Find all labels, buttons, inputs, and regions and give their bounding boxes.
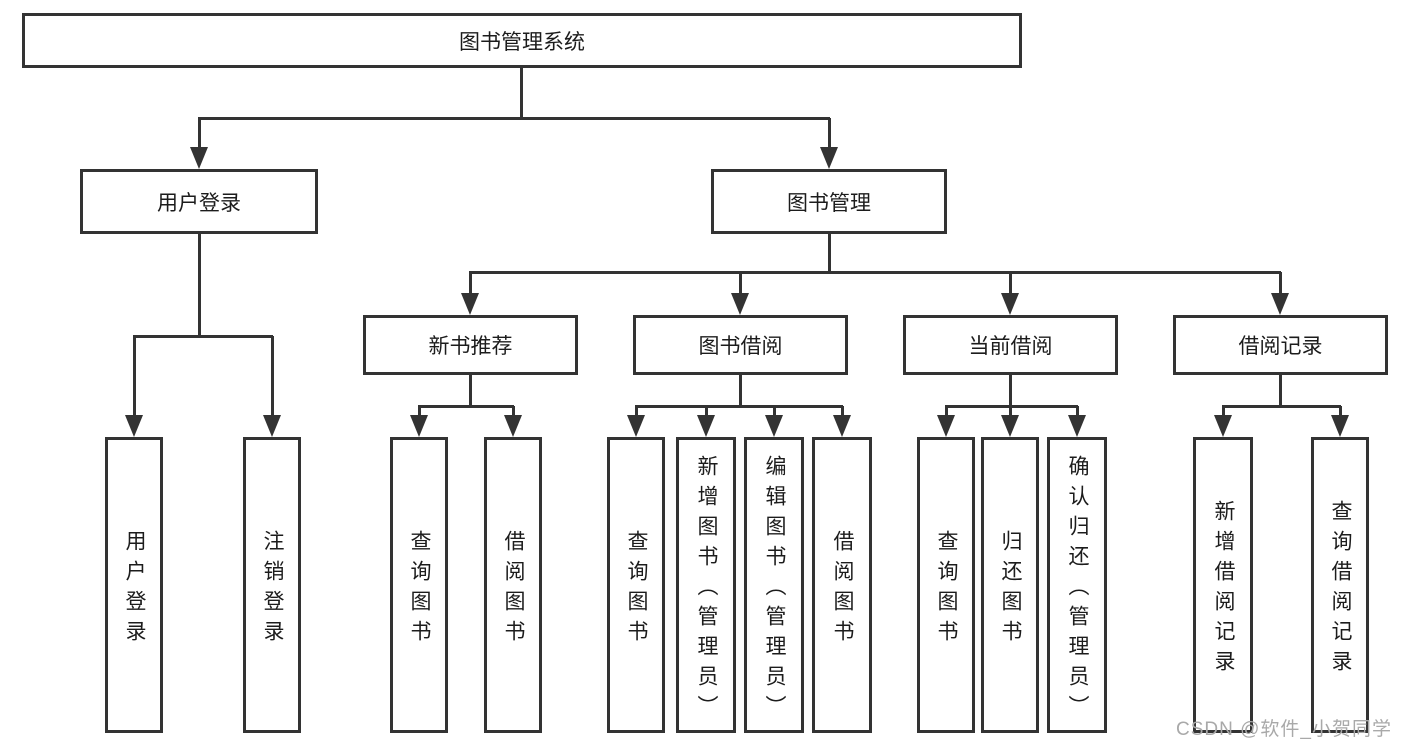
arrow-down (731, 293, 749, 315)
connector-vertical-line (635, 406, 638, 423)
arrow-down (833, 415, 851, 437)
leaf-query-borrow-record: 查询借阅记录 (1311, 437, 1369, 733)
arrow-down (1001, 293, 1019, 315)
node-book-borrow: 图书借阅 (633, 315, 848, 375)
arrow-down (1068, 415, 1086, 437)
arrow-down (1214, 415, 1232, 437)
connector-vertical-line (1009, 272, 1012, 301)
arrow-down (765, 415, 783, 437)
connector-horizontal-line (469, 271, 1281, 274)
arrow-down (937, 415, 955, 437)
node-label: 图书借阅 (698, 335, 783, 358)
node-label: 注销登录 (261, 529, 284, 650)
leaf-add-books-admin: 新增图书（管理员） (676, 437, 736, 733)
connector-vertical-line (828, 234, 831, 274)
connector-horizontal-line (198, 117, 830, 120)
csdn-watermark: CSDN @软件_小贺同学 (1176, 719, 1392, 740)
arrow-down (697, 415, 715, 437)
connector-horizontal-line (1222, 405, 1341, 408)
leaf-return-books: 归还图书 (981, 437, 1039, 733)
connector-vertical-line (1279, 272, 1282, 301)
leaf-confirm-return-admin: 确认归还（管理员） (1047, 437, 1107, 733)
node-current-borrow: 当前借阅 (903, 315, 1118, 375)
connector-vertical-line (828, 118, 831, 156)
node-label: 新增借阅记录 (1212, 499, 1235, 680)
connector-horizontal-line (945, 405, 1078, 408)
arrow-down (627, 415, 645, 437)
connector-vertical-line (705, 406, 708, 423)
connector-horizontal-line (133, 335, 273, 338)
node-label: 查询图书 (408, 529, 431, 650)
node-label: 查询图书 (625, 529, 648, 650)
connector-vertical-line (1279, 375, 1282, 408)
node-label: 查询图书 (935, 529, 958, 650)
connector-vertical-line (773, 406, 776, 423)
arrow-down (190, 147, 208, 169)
arrow-down (820, 147, 838, 169)
connector-vertical-line (739, 272, 742, 301)
connector-vertical-line (133, 336, 136, 423)
connector-vertical-line (1222, 406, 1225, 423)
leaf-borrow-books-recommend: 借阅图书 (484, 437, 542, 733)
leaf-query-books-recommend: 查询图书 (390, 437, 448, 733)
connector-vertical-line (739, 375, 742, 408)
arrow-down (1271, 293, 1289, 315)
connector-vertical-line (1076, 406, 1079, 423)
connector-vertical-line (1009, 375, 1012, 408)
leaf-user-login: 用户登录 (105, 437, 163, 733)
node-label: 借阅记录 (1238, 335, 1323, 358)
node-borrow-records: 借阅记录 (1173, 315, 1388, 375)
node-label: 新增图书（管理员） (695, 454, 718, 725)
arrow-down (461, 293, 479, 315)
connector-vertical-line (841, 406, 844, 423)
node-label: 编辑图书（管理员） (763, 454, 786, 725)
node-label: 归还图书 (999, 529, 1022, 650)
connector-vertical-line (512, 406, 515, 423)
node-book-management: 图书管理 (711, 169, 947, 234)
node-label: 图书管理系统 (459, 30, 585, 54)
node-label: 图书管理 (787, 191, 871, 215)
leaf-borrow-books-borrow: 借阅图书 (812, 437, 872, 733)
node-label: 借阅图书 (831, 529, 854, 650)
arrow-down (125, 415, 143, 437)
connector-vertical-line (271, 336, 274, 423)
connector-vertical-line (520, 67, 523, 119)
node-label: 新书推荐 (428, 335, 513, 358)
arrow-down (504, 415, 522, 437)
connector-vertical-line (198, 118, 201, 156)
arrow-down (1001, 415, 1019, 437)
node-new-book-recommend: 新书推荐 (363, 315, 578, 375)
arrow-down (410, 415, 428, 437)
node-system-root: 图书管理系统 (22, 13, 1022, 68)
connector-vertical-line (418, 406, 421, 423)
connector-vertical-line (198, 234, 201, 338)
leaf-add-borrow-record: 新增借阅记录 (1193, 437, 1253, 733)
leaf-edit-books-admin: 编辑图书（管理员） (744, 437, 804, 733)
leaf-logout: 注销登录 (243, 437, 301, 733)
node-label: 确认归还（管理员） (1066, 454, 1089, 725)
node-label: 当前借阅 (968, 335, 1053, 358)
connector-horizontal-line (635, 405, 843, 408)
connector-horizontal-line (418, 405, 514, 408)
arrow-down (263, 415, 281, 437)
node-user-login: 用户登录 (80, 169, 318, 234)
node-label: 查询借阅记录 (1329, 499, 1352, 680)
connector-vertical-line (469, 272, 472, 301)
node-label: 用户登录 (123, 529, 146, 650)
node-label: 借阅图书 (502, 529, 525, 650)
connector-vertical-line (469, 375, 472, 408)
connector-vertical-line (1339, 406, 1342, 423)
arrow-down (1331, 415, 1349, 437)
node-label: 用户登录 (157, 191, 241, 215)
leaf-query-books-current: 查询图书 (917, 437, 975, 733)
connector-vertical-line (945, 406, 948, 423)
connector-vertical-line (1009, 406, 1012, 423)
leaf-query-books-borrow: 查询图书 (607, 437, 665, 733)
